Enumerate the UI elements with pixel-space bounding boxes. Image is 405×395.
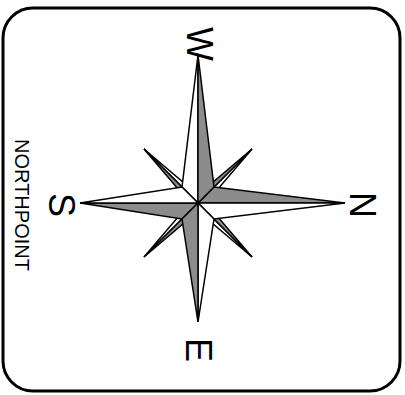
direction-letter: N	[344, 192, 380, 218]
direction-letter: S	[43, 193, 79, 217]
direction-letter: E	[180, 338, 216, 362]
cardinal-points	[80, 55, 345, 322]
direction-letter: W	[181, 27, 217, 61]
rose-caption: NORTHPOINT	[12, 139, 32, 271]
frame	[3, 8, 400, 391]
